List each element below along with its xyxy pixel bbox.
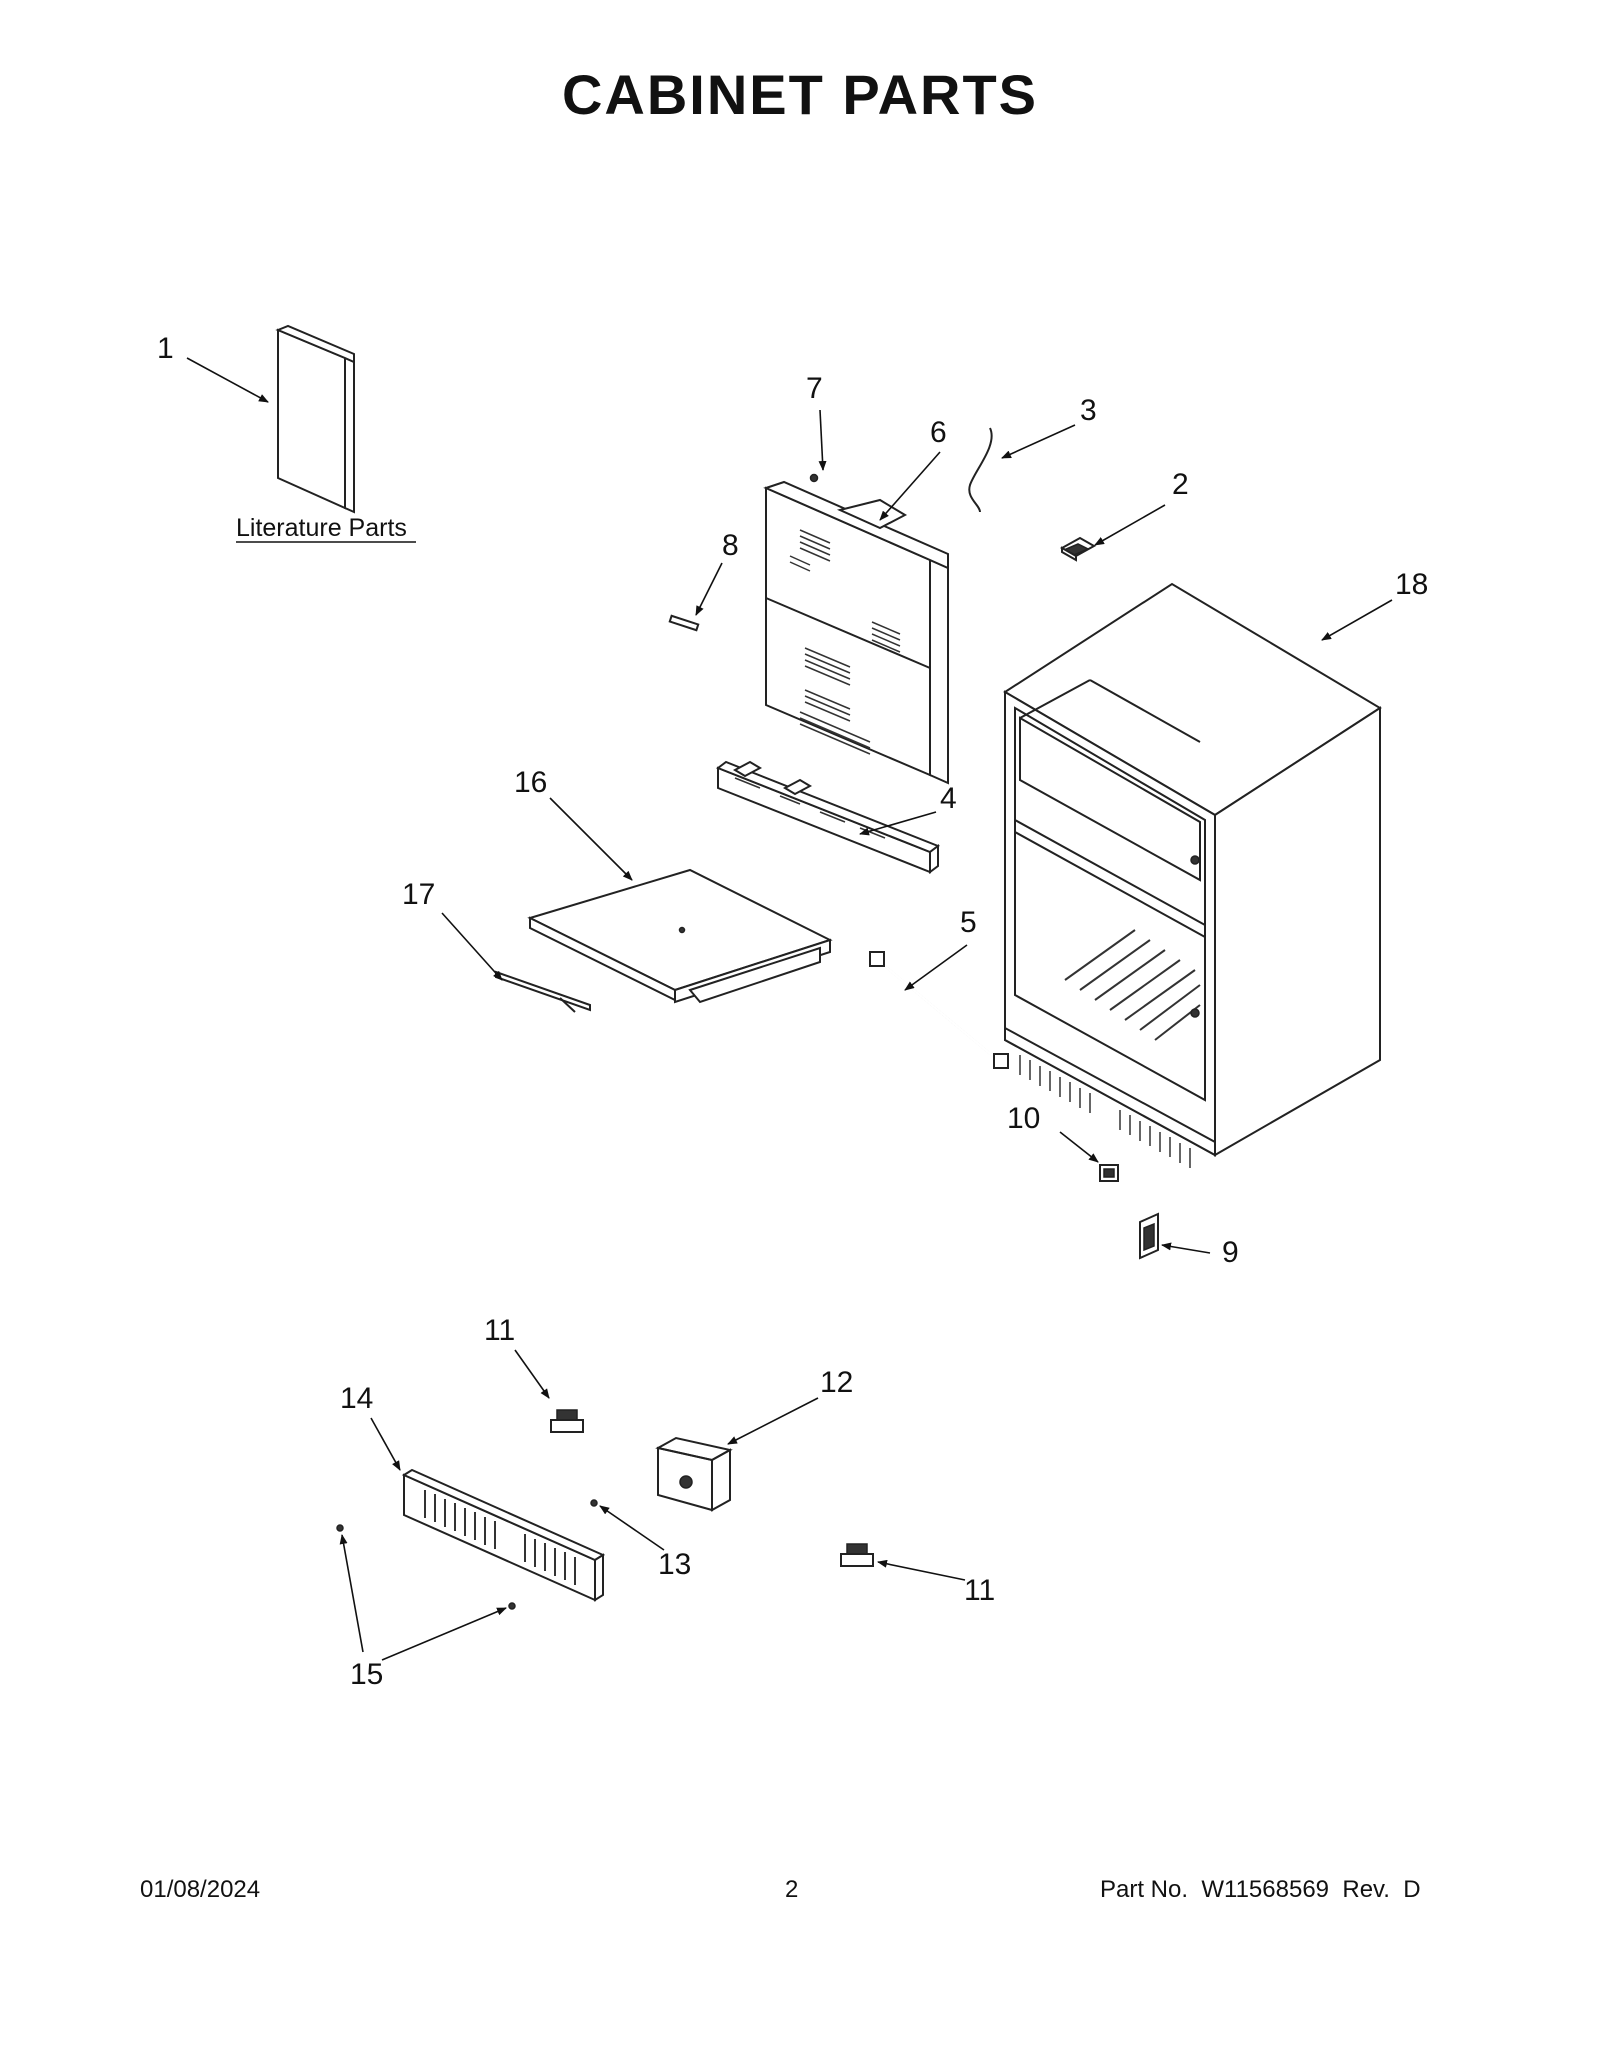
- rod-part: [668, 614, 700, 632]
- callout-10: 10: [1007, 1102, 1040, 1135]
- callout-18: 18: [1395, 568, 1428, 601]
- callout-7: 7: [806, 372, 823, 405]
- callout-11-upper: 11: [484, 1314, 515, 1347]
- callout-13: 13: [658, 1548, 691, 1581]
- callout-5: 5: [960, 906, 977, 939]
- callout-17: 17: [402, 878, 435, 911]
- leader-lines: [186, 357, 1393, 1661]
- shelf-trim: [495, 970, 591, 1013]
- box-part: [655, 1436, 733, 1512]
- callout-6: 6: [930, 416, 947, 449]
- footer-page-number: 2: [785, 1876, 799, 1903]
- literature-parts-label: Literature Parts: [236, 514, 407, 542]
- wire-part: [968, 427, 993, 513]
- callout-1: 1: [157, 332, 174, 365]
- literature-booklet: [275, 324, 355, 514]
- shelf-part: [527, 868, 833, 1004]
- page-title: CABINET PARTS: [561, 63, 1039, 126]
- footer-date: 01/08/2024: [140, 1876, 261, 1903]
- callout-14: 14: [340, 1382, 373, 1415]
- leveling-leg-upper: [550, 1409, 584, 1433]
- screw-13: [590, 1499, 598, 1507]
- evaporator-cover: [763, 480, 949, 785]
- leveling-leg-lower: [840, 1543, 874, 1567]
- callout-4: 4: [940, 782, 957, 815]
- callout-9: 9: [1222, 1236, 1239, 1269]
- hinge-bar: [869, 951, 1009, 1069]
- callout-16: 16: [514, 766, 547, 799]
- switch-part: [1059, 536, 1097, 562]
- bracket-part: [1099, 1164, 1119, 1182]
- kick-plate: [401, 1468, 606, 1602]
- screw-part: [809, 473, 819, 483]
- callout-15: 15: [350, 1658, 383, 1691]
- cabinet-body: [1003, 582, 1382, 1168]
- callout-12: 12: [820, 1366, 853, 1399]
- callout-11-lower: 11: [964, 1574, 995, 1607]
- screw-15a: [336, 1524, 344, 1532]
- footer-part-number: Part No. W11568569 Rev. D: [1100, 1876, 1421, 1903]
- front-rail: [715, 760, 941, 874]
- latch-part: [1139, 1212, 1159, 1260]
- callout-3: 3: [1080, 394, 1097, 427]
- callout-8: 8: [722, 529, 739, 562]
- screw-15b: [508, 1602, 516, 1610]
- callout-2: 2: [1172, 468, 1189, 501]
